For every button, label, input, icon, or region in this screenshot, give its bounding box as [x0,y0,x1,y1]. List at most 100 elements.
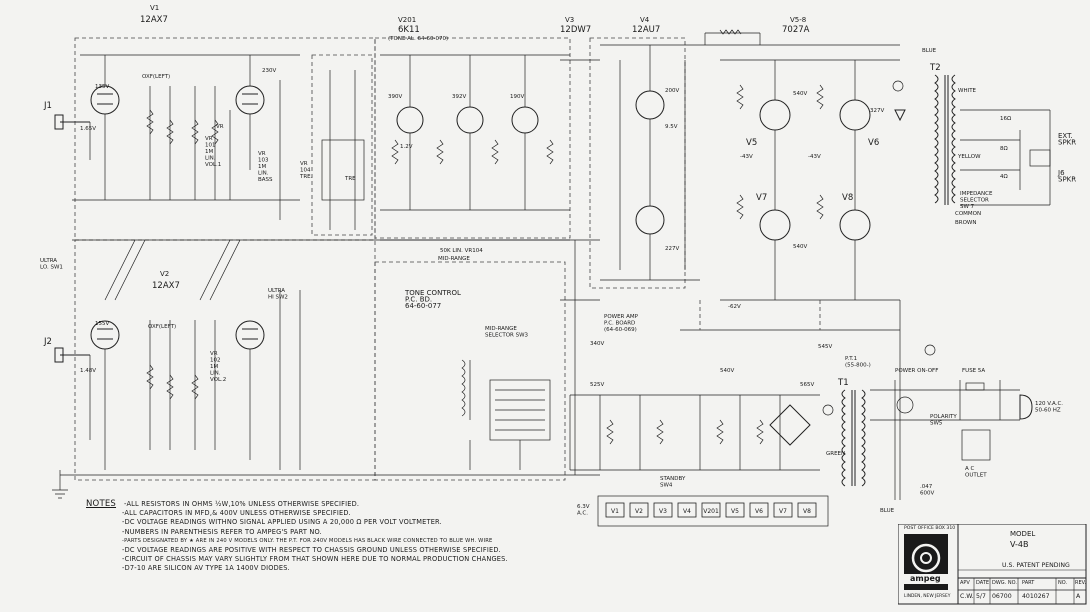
header-dwg-no: DWG. NO. [992,580,1017,586]
value-date: 5/7 [976,593,986,600]
heater-box-v8 [797,502,817,518]
header-apv: APV [960,580,970,586]
heater-label-v2: V2 [635,508,643,515]
hv-545: 545V [818,344,832,350]
title-city: LINDEN, NEW JERSEY [904,594,951,599]
note-line-5: -PARTS DESIGNATED BY ★ ARE IN 240 V MODE… [122,537,493,544]
treble-label: TRE [344,176,356,182]
notes-heading: NOTES [86,499,117,509]
v201-tube-b-symbol [456,106,484,134]
v8-tube-symbol [839,209,871,241]
note-line-4: -NUMBERS IN PARENTHESIS REFER TO AMPEG'S… [122,527,322,536]
v6-label: V6 [868,138,879,148]
header-part: PART [1022,580,1035,586]
speaker-jack-symbol [1029,149,1051,167]
heater-box-v6 [749,502,769,518]
mains-plug-symbol [1019,394,1033,420]
heater-box-v201 [701,502,721,518]
fuse-label: FUSE 5A [962,368,985,374]
v201-a-voltage: 390V [388,94,402,100]
v7-label: V7 [756,193,767,203]
v201-sub: (TONE AL. 64-60-070) [388,36,448,42]
t1-label: T1 [837,378,849,388]
v201-ref: V201 [398,16,416,24]
v1-a-cathode-voltage: 1.65V [80,126,96,132]
diode-d1-symbol [894,109,906,122]
heater-label-v3: V3 [659,508,667,515]
v58-type: 7027A [782,25,810,35]
pt1-label: P.T.1(55-800-) [845,356,871,369]
ampeg-logo-text: ampeg [910,574,941,583]
heater-label-v7: V7 [779,508,787,515]
midrange-pot-sub: MID-RANGE [438,256,470,262]
title-block-frame [897,523,1087,605]
model-value: V-4B [1010,540,1029,549]
heater-box-v3 [653,502,673,518]
heater-box-v5 [725,502,745,518]
v4-b-voltage: 227V [665,246,679,252]
v2-ref: V2 [160,270,169,278]
v1-tube-a-symbol [90,85,120,115]
midrange-pot-label: 50K LIN. VR104 [440,248,483,254]
v1-plate-voltage: 230V [262,68,276,74]
v201-type: 6K11 [398,25,420,35]
v201-board-outline [374,37,571,239]
brown-wire-label: BROWN [955,220,976,226]
header-date: DATE [976,580,990,586]
ac-outlet-symbol [961,429,991,461]
supply-340: 340V [590,341,604,347]
title-address: POST OFFICE BOX 310 [904,526,956,531]
heater-label-v5: V5 [731,508,739,515]
note-line-8: -D7-10 ARE SILICON AV TYPE 1A 1400V DIOD… [122,564,290,573]
common-wire-label: COMMON [955,211,981,217]
v2-a-cathode-voltage: 1.48V [80,368,96,374]
heater-box-v1 [605,502,625,518]
hv-565: 565V [800,382,814,388]
j2-label: J2 [43,337,52,347]
v6-bias-voltage: -43V [808,154,821,160]
heater-label-v1: V1 [611,508,619,515]
v4-tube-a-symbol [635,90,665,120]
white-wire-label: WHITE [958,88,977,94]
v2-a-plate-voltage: 155V [95,321,109,327]
test-point-a-2 [924,344,936,356]
value-apv: C.W. [960,593,974,600]
v3-ref: V3 [565,16,574,24]
model-label: MODEL [1010,530,1036,538]
v201-tube-a-symbol [396,106,424,134]
v4-type: 12AU7 [632,25,660,35]
ohm-8: 8Ω [1000,146,1008,152]
heater-label-v201: V201 [703,508,719,515]
header-rev: REV. [1075,580,1086,586]
output-tubes-section: V5-8 7027A V5 V6 V7 V8 540V 327V -43V -4… [720,16,936,356]
v1-type: 12AX7 [140,15,168,25]
j1-label: J1 [43,101,52,111]
note-line-7: -CIRCUIT OF CHASSIS MAY VARY SLIGHTLY FR… [122,555,508,564]
t1-secondary [841,389,846,487]
blue-wire-label-2: BLUE [880,508,895,514]
v201-b-voltage: 392V [452,94,466,100]
v2-board-outline [74,239,376,481]
v2-type: 12AX7 [152,281,180,291]
v4-tube-b-symbol [635,205,665,235]
b-plus-voltage: 525V [590,382,604,388]
v201-a-cathode: 1.2V [400,144,413,150]
note-line-6: -DC VOLTAGE READINGS ARE POSITIVE WITH R… [122,546,501,555]
v2-output-label: OXF(LEFT) [148,324,176,330]
note-line-1: -ALL RESISTORS IN OHMS ½W,10% UNLESS OTH… [124,500,360,508]
